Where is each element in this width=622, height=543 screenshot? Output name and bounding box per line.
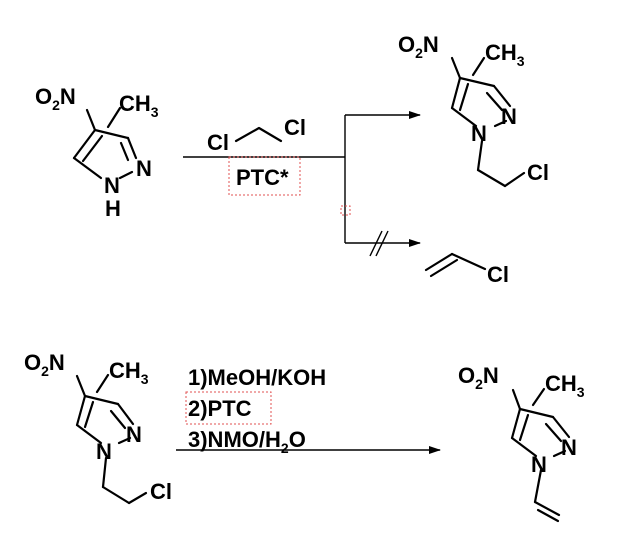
product-ring-bonds [450,56,526,188]
nh-hydrogen-label: H [105,196,121,221]
nitro-group-label: O2N [35,84,76,113]
reagent-cl-right: Cl [284,115,306,140]
reactant-nitropyrazole: O2N CH3 N N H [35,84,159,221]
reaction2-methyl-label: CH3 [109,358,149,387]
reaction2-product-n1-label: N [531,452,547,477]
product-nitro-label: O2N [398,32,439,61]
reaction2-product-nitro-label: O2N [458,363,499,392]
dichloroethane-reagent: Cl Cl [207,115,306,155]
methyl-group-label: CH3 [119,91,159,120]
editor-anchor-mark [340,205,351,216]
pyrazole-ring-bonds [72,106,138,180]
reaction2-ring-n-label: N [126,422,142,447]
ptc-selection-box [228,156,301,196]
reaction1-arrows [183,111,421,257]
ring-nitrogen-label: N [136,156,152,181]
product-n1-label: N [471,121,487,146]
condition-step1: 1)MeOH/KOH [188,365,326,390]
reaction2-n1-label: N [96,439,112,464]
reaction2-reactant-bonds [75,373,148,505]
product-ring-n-label: N [501,104,517,129]
reaction2-product-bonds [510,387,571,523]
reaction2-product-vinylpyrazole: O2N CH3 N N [458,363,585,523]
reagent-cl-left: Cl [207,130,229,155]
catalyst-label: PTC* [236,165,289,190]
product-methyl-label: CH3 [485,40,525,69]
nh-nitrogen-label: N [104,173,120,198]
reaction2-cl-label: Cl [150,479,172,504]
reaction2-product-ring-n-label: N [561,435,577,460]
condition-step2: 2)PTC [188,396,252,421]
blocked-slash [369,230,383,257]
reaction2-reactant: O2N CH3 N N Cl [24,350,172,505]
condition-step3: 3)NMO/H2O [188,427,306,456]
product-cl-label: Cl [527,160,549,185]
ptc-step-selection-box [185,391,272,425]
reaction2-product-methyl-label: CH3 [545,371,585,400]
reaction2-nitro-label: O2N [24,350,65,379]
vinyl-chloride-product: Cl [424,252,509,287]
vinyl-chloride-cl-label: Cl [487,262,509,287]
blocked-slash-2 [375,230,389,257]
product-chloroethyl-nitropyrazole: O2N CH3 N N Cl [398,32,549,188]
